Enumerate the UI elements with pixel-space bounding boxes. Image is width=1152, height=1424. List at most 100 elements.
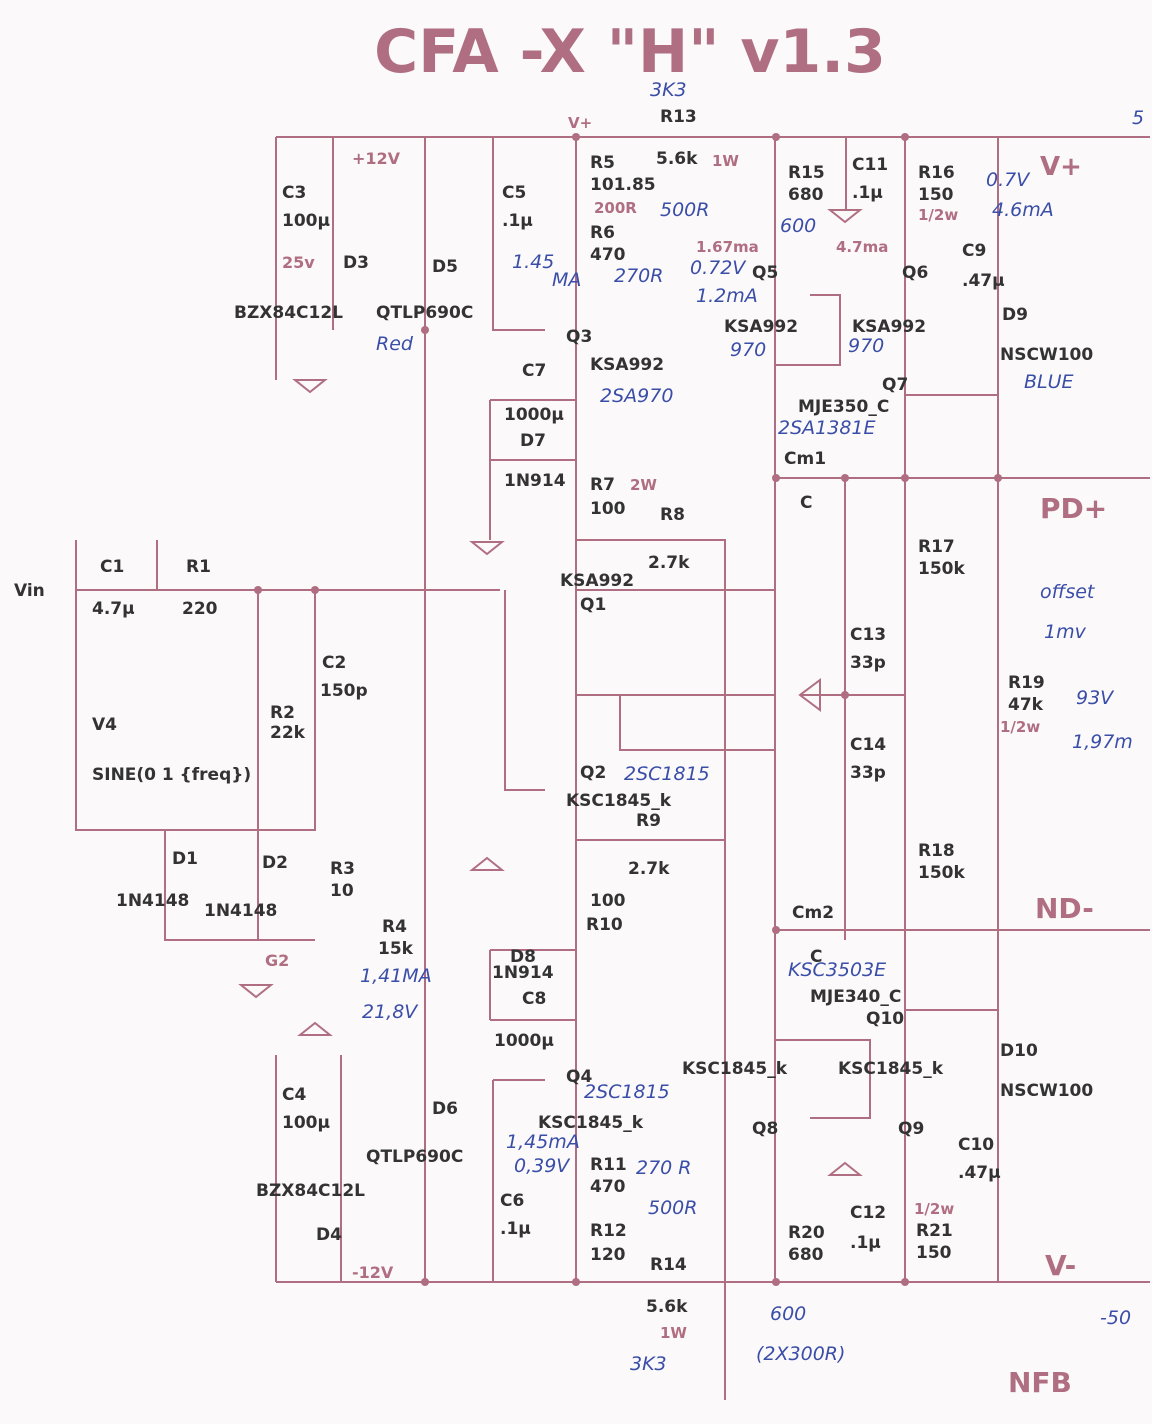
- lbl: 1N914: [504, 471, 566, 491]
- lbl: KSA992: [724, 317, 798, 337]
- lbl: 150: [916, 1243, 952, 1263]
- lbl: R2: [270, 703, 295, 723]
- lbl: R19: [1008, 673, 1045, 693]
- lbl: .47µ: [962, 271, 1005, 291]
- vplus-right: V+: [1040, 152, 1082, 182]
- lbl: R20: [788, 1223, 825, 1243]
- note: 3K3: [630, 1353, 667, 1375]
- lbl: Q2: [580, 763, 606, 783]
- lbl: 100µ: [282, 211, 330, 231]
- lbl: R15: [788, 163, 825, 183]
- lbl: Q4: [566, 1067, 592, 1087]
- lbl: R3: [330, 859, 355, 879]
- lbl: Cm1: [784, 449, 826, 469]
- lbl: C3: [282, 183, 306, 203]
- lbl: 101.85: [590, 175, 656, 195]
- lbl: C7: [522, 361, 546, 381]
- lbl: 680: [788, 1245, 824, 1265]
- nd-label: ND-: [1035, 892, 1094, 925]
- lbl: Q5: [752, 263, 778, 283]
- note: offset: [1040, 581, 1096, 603]
- lbl: 4.7µ: [92, 599, 135, 619]
- lbl: 10: [330, 881, 354, 901]
- lbl: .1µ: [852, 183, 883, 203]
- note: Red: [376, 333, 414, 355]
- lbl: 1.67ma: [696, 238, 759, 256]
- lbl: 2W: [630, 476, 657, 494]
- lbl: 680: [788, 185, 824, 205]
- lbl: 470: [590, 245, 626, 265]
- lbl: 200R: [594, 199, 637, 217]
- note: 500R: [660, 199, 709, 221]
- lbl: KSC1845_k: [566, 791, 672, 811]
- lbl: 1/2w: [914, 1200, 954, 1218]
- lbl: 120: [590, 1245, 626, 1265]
- lbl: 4.7ma: [836, 238, 888, 256]
- lbl: D9: [1002, 305, 1028, 325]
- lbl: 22k: [270, 723, 306, 743]
- note: 93V: [1076, 687, 1115, 709]
- lbl: 1N4148: [204, 901, 277, 921]
- lbl: C12: [850, 1203, 886, 1223]
- lbl: BZX84C12L: [234, 303, 343, 323]
- lbl: Q3: [566, 327, 592, 347]
- lbl: 1/2w: [918, 206, 958, 224]
- lbl: KSC1845_k: [682, 1059, 788, 1079]
- note: 4.6mA: [992, 199, 1054, 221]
- vminus-label: V-: [1045, 1249, 1076, 1282]
- lbl: 1N914: [492, 963, 554, 983]
- lbl: C14: [850, 735, 886, 755]
- wires: [75, 136, 1150, 1400]
- junctions: [254, 133, 1002, 1286]
- lbl: R9: [636, 811, 661, 831]
- lbl: 25v: [282, 253, 315, 272]
- lbl: 220: [182, 599, 218, 619]
- note: 1.2mA: [696, 285, 758, 307]
- lbl: 1W: [712, 152, 739, 170]
- lbl: R21: [916, 1221, 953, 1241]
- lbl: Q8: [752, 1119, 778, 1139]
- g2-label: G2: [265, 951, 289, 970]
- note: 2SA970: [600, 385, 673, 407]
- lbl: .1µ: [502, 211, 533, 231]
- note: 2SA1381E: [778, 417, 876, 439]
- lbl: 470: [590, 1177, 626, 1197]
- nfb-label: NFB: [1008, 1366, 1072, 1399]
- lbl: R14: [650, 1255, 687, 1275]
- vplus-top: V+: [568, 114, 592, 132]
- note: 0.7V: [986, 169, 1031, 191]
- lbl: 150: [918, 185, 954, 205]
- lbl: QTLP690C: [366, 1147, 463, 1167]
- plus12-label: +12V: [352, 149, 401, 168]
- lbl: R17: [918, 537, 955, 557]
- lbl: SINE(0 1 {freq}): [92, 765, 251, 785]
- lbl: C9: [962, 241, 986, 261]
- lbl: V4: [92, 715, 117, 735]
- note: 270R: [614, 265, 663, 287]
- lbl: 5.6k: [646, 1297, 688, 1317]
- note: KSC3503E: [788, 959, 886, 981]
- note: 1,41MA: [360, 965, 432, 987]
- vin-label: Vin: [14, 581, 45, 601]
- note: 0.72V: [690, 257, 747, 279]
- lbl: 150k: [918, 559, 965, 579]
- lbl: C11: [852, 155, 888, 175]
- note: 970: [730, 339, 766, 361]
- lbl: 1000µ: [504, 405, 564, 425]
- lbl: C1: [100, 557, 124, 577]
- lbl: R13: [660, 107, 697, 127]
- lbl: R4: [382, 917, 407, 937]
- lbl: C13: [850, 625, 886, 645]
- lbl: C5: [502, 183, 526, 203]
- lbl: KSA992: [852, 317, 926, 337]
- note: 1,45mA: [506, 1131, 580, 1153]
- lbl: Q7: [882, 375, 908, 395]
- lbl: R18: [918, 841, 955, 861]
- lbl: D8: [510, 947, 536, 967]
- title: CFA -X "H" v1.3: [374, 17, 886, 87]
- note: 970: [848, 335, 884, 357]
- lbl: 150p: [320, 681, 368, 701]
- lbl: BZX84C12L: [256, 1181, 365, 1201]
